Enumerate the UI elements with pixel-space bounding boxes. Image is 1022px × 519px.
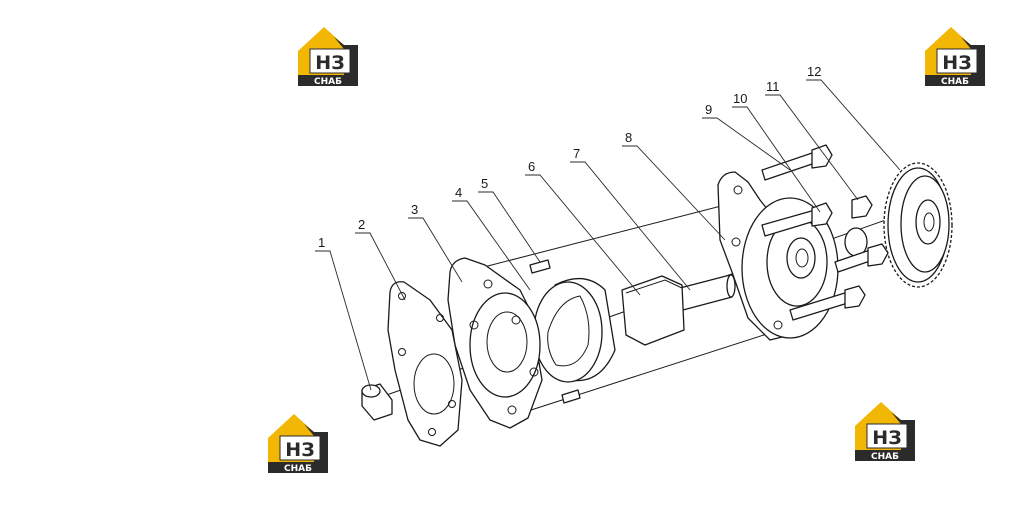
label-part-1: 1 [318, 235, 325, 250]
label-part-6: 6 [528, 159, 535, 174]
part-8-pump-body [717, 171, 839, 341]
part-number-labels: 1 2 3 4 5 6 7 8 9 10 11 12 [318, 64, 821, 250]
svg-text:СНАБ: СНАБ [941, 77, 969, 87]
svg-text:НЗ: НЗ [315, 52, 344, 74]
label-part-10: 10 [733, 91, 747, 106]
label-part-12: 12 [807, 64, 821, 79]
logo-bottom-left: НЗ СНАБ [268, 414, 328, 474]
part-6-inner-rotor [621, 275, 685, 346]
logo-top-right: НЗ СНАБ [925, 27, 985, 87]
svg-text:НЗ: НЗ [872, 427, 901, 449]
part-5-pins [529, 259, 581, 404]
svg-text:НЗ: НЗ [942, 52, 971, 74]
part-1-bushing [361, 383, 393, 421]
part-4-outer-rotor [533, 278, 616, 383]
svg-text:СНАБ: СНАБ [284, 464, 312, 474]
label-part-5: 5 [481, 176, 488, 191]
part-7-shaft [679, 274, 736, 311]
svg-text:СНАБ: СНАБ [314, 77, 342, 87]
label-part-11: 11 [766, 79, 780, 94]
label-part-3: 3 [411, 202, 418, 217]
label-part-4: 4 [455, 185, 462, 200]
part-10-bolt [761, 202, 833, 237]
label-part-8: 8 [625, 130, 632, 145]
leader-lines [315, 79, 901, 391]
svg-text:НЗ: НЗ [285, 439, 314, 461]
label-part-7: 7 [573, 146, 580, 161]
logo-top-left: НЗ СНАБ [298, 27, 358, 87]
part-12-gear [883, 162, 953, 288]
svg-text:СНАБ: СНАБ [871, 452, 899, 462]
label-part-9: 9 [705, 102, 712, 117]
part-2-gasket [387, 281, 463, 447]
part-3-cover-plate [447, 257, 543, 429]
part-9-bolt [761, 144, 833, 181]
label-part-2: 2 [358, 217, 365, 232]
part-11-bolts [789, 195, 889, 321]
logo-bottom-right: НЗ СНАБ [855, 402, 915, 462]
